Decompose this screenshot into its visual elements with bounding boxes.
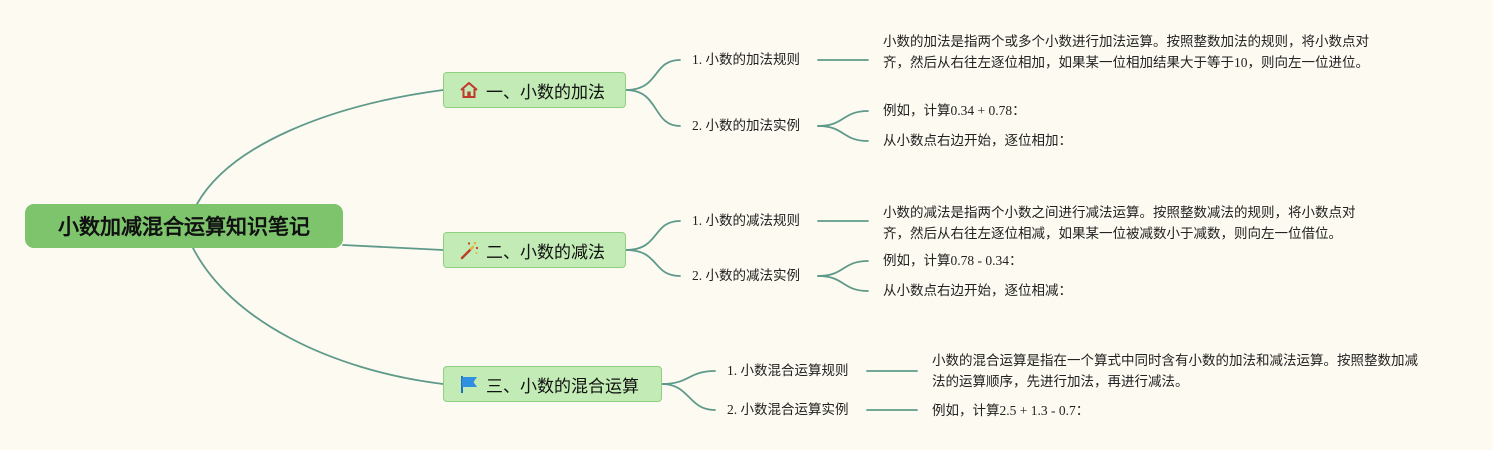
note-subtraction-rule: 小数的减法是指两个小数之间进行减法运算。按照整数减法的规则，将小数点对齐，然后从… (883, 205, 1356, 241)
root-title: 小数加减混合运算知识笔记 (58, 215, 310, 239)
note-addition-example-2: 从小数点右边开始，逐位相加： (883, 133, 1072, 148)
subtopic-subtraction-rule[interactable]: 1. 小数的减法规则 (692, 213, 800, 228)
subtopic-addition-rule[interactable]: 1. 小数的加法规则 (692, 52, 800, 67)
branch-label: 二、小数的减法 (486, 242, 605, 263)
root-topic[interactable]: 小数加减混合运算知识笔记 (25, 204, 343, 248)
subtopic-mixed-example[interactable]: 2. 小数混合运算实例 (727, 402, 849, 417)
branch-mixed[interactable]: 三、小数的混合运算 (443, 366, 662, 402)
note-mixed-example: 例如，计算2.5 + 1.3 - 0.7： (932, 403, 1090, 418)
flag-icon (458, 373, 480, 395)
subtopic-subtraction-example[interactable]: 2. 小数的减法实例 (692, 268, 800, 283)
branch-label: 一、小数的加法 (486, 82, 605, 103)
branch-addition[interactable]: 一、小数的加法 (443, 72, 626, 108)
note-mixed-rule: 小数的混合运算是指在一个算式中同时含有小数的加法和减法运算。按照整数加减法的运算… (932, 353, 1418, 389)
note-addition-rule: 小数的加法是指两个或多个小数进行加法运算。按照整数加法的规则，将小数点对齐，然后… (883, 34, 1369, 70)
subtopic-mixed-rule[interactable]: 1. 小数混合运算规则 (727, 363, 849, 378)
note-addition-example-1: 例如，计算0.34 + 0.78： (883, 103, 1026, 118)
note-subtraction-example-1: 例如，计算0.78 - 0.34： (883, 253, 1023, 268)
magic-wand-icon (458, 239, 480, 261)
note-subtraction-example-2: 从小数点右边开始，逐位相减： (883, 283, 1072, 298)
branch-label: 三、小数的混合运算 (486, 376, 639, 397)
subtopic-addition-example[interactable]: 2. 小数的加法实例 (692, 118, 800, 133)
house-icon (458, 79, 480, 101)
branch-subtraction[interactable]: 二、小数的减法 (443, 232, 626, 268)
